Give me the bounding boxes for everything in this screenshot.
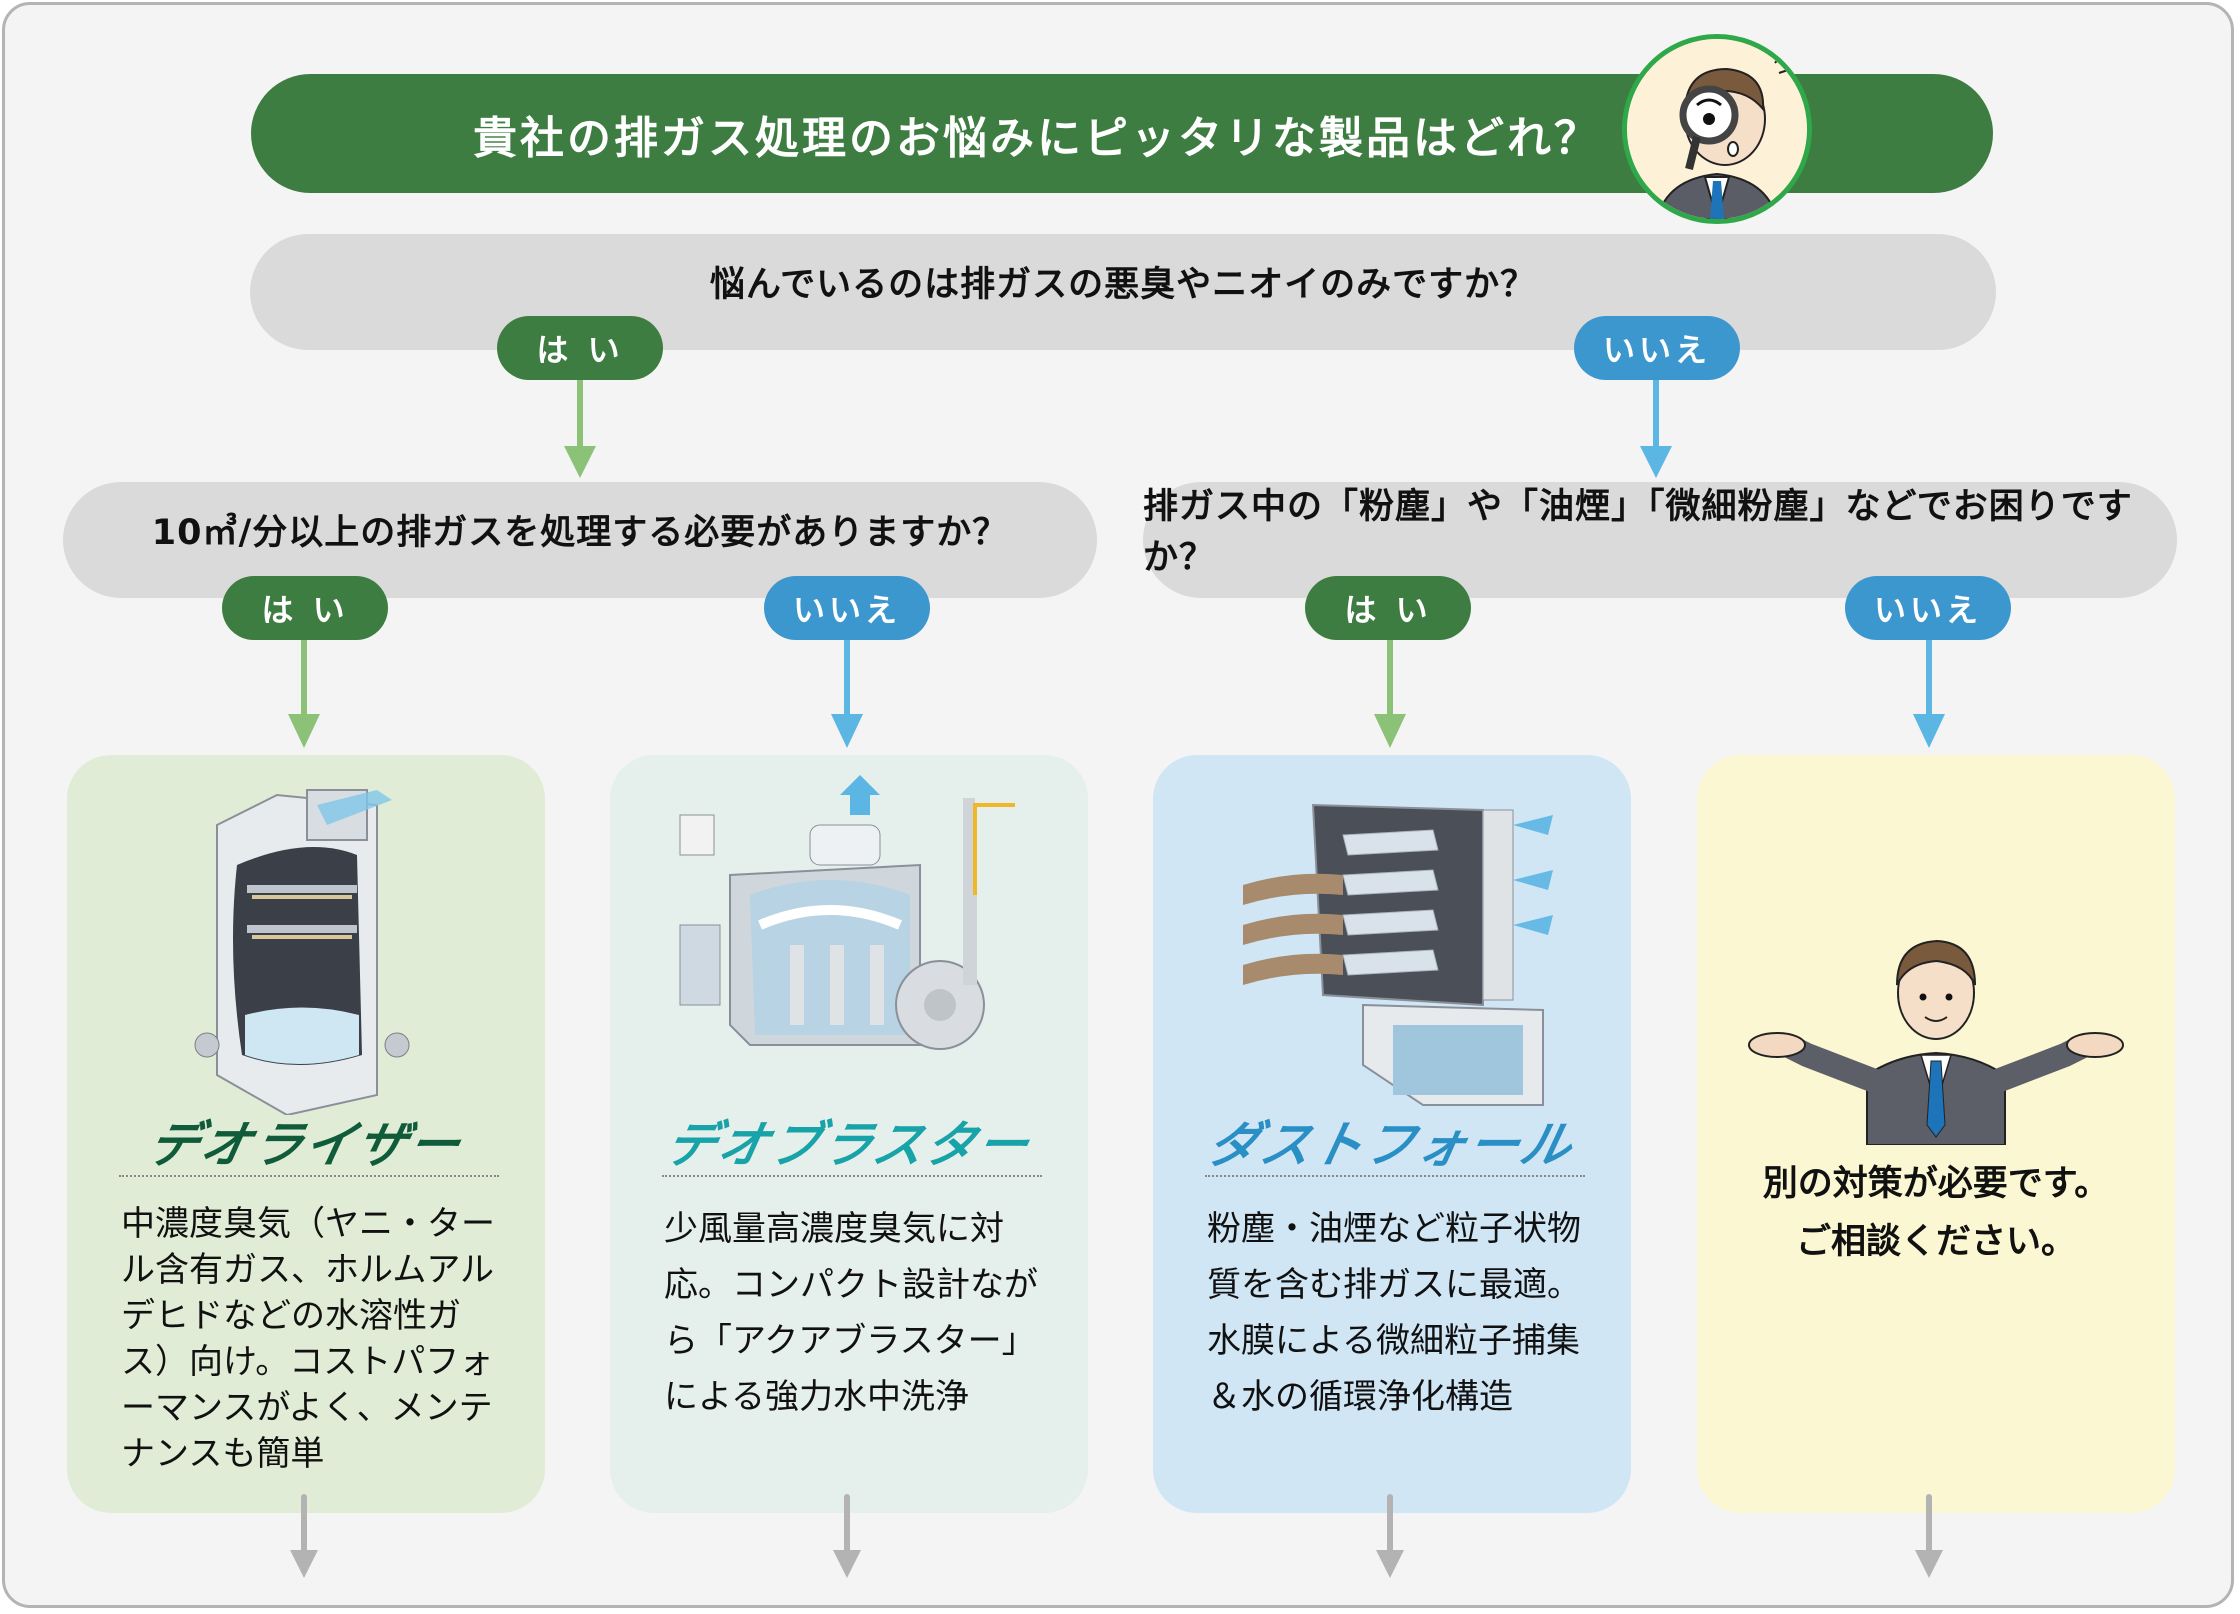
product-card-deoblaster[interactable]: デオブラスター 少風量高濃度臭気に対応。コンパクト設計ながら「アクアブラスター」… [610,755,1088,1513]
answer-label: いいえ [1873,591,1982,629]
arrow-down-icon [1370,1494,1410,1580]
consult-message: 別の対策が必要です。 ご相談ください。 [1697,1155,2175,1271]
arrow-down-icon [1909,640,1949,750]
divider [1205,1175,1585,1177]
consult-line-1: 別の対策が必要です。 [1762,1164,2110,1204]
consultation-card[interactable]: 別の対策が必要です。 ご相談ください。 [1697,755,2175,1513]
answer-label: は い [261,591,349,629]
product-logo: ダストフォール [1202,1116,1580,1174]
arrow-down-icon [1370,640,1410,750]
answer-label: は い [1344,591,1432,629]
product-description: 少風量高濃度臭気に対応。コンパクト設計ながら「アクアブラスター」による強力水中洗… [664,1209,1038,1417]
question-text: 悩んでいるのは排ガスの悪臭やニオイのみですか？ [709,264,1537,305]
answer-yes-q1[interactable]: は い [497,316,663,380]
product-description: 中濃度臭気（ヤニ・タール含有ガス、ホルムアルデヒドなどの水溶性ガス）向け。コスト… [121,1204,495,1474]
answer-label: は い [536,331,624,369]
product-logo: デオブラスター [660,1116,1036,1174]
product-description: 粉塵・油煙など粒子状物質を含む排ガスに最適。水膜による微細粒子捕集＆水の循環浄化… [1207,1209,1581,1417]
product-card-dustfall[interactable]: ダストフォール 粉塵・油煙など粒子状物質を含む排ガスに最適。水膜による微細粒子捕… [1153,755,1631,1513]
question-text: 排ガス中の「粉塵」や「油煙」「微細粉塵」などでお困りですか？ [1143,487,2133,578]
arrow-down-icon [1636,380,1676,480]
product-logo: デオライザー [142,1116,468,1174]
answer-yes-q2[interactable]: は い [222,576,388,640]
detective-with-magnifier-icon [1622,34,1812,224]
arrow-down-icon [284,1494,324,1580]
divider [662,1175,1042,1177]
arrow-down-icon [827,640,867,750]
divider [119,1175,499,1177]
deoblaster-unit-icon [670,775,1028,1115]
dustfall-unit-icon [1213,775,1571,1115]
answer-no-q2[interactable]: いいえ [764,576,930,640]
question-volume: 10㎥/分以上の排ガスを処理する必要がありますか？ [63,482,1097,598]
deodorizer-tower-icon [127,775,485,1117]
arrow-down-icon [827,1494,867,1580]
answer-label: いいえ [792,591,901,629]
businessman-shrug-icon [1747,905,2125,1146]
arrow-down-icon [1909,1494,1949,1580]
arrow-down-icon [560,380,600,480]
question-dust: 排ガス中の「粉塵」や「油煙」「微細粉塵」などでお困りですか？ [1143,482,2177,598]
answer-yes-q3[interactable]: は い [1305,576,1471,640]
answer-no-q3[interactable]: いいえ [1845,576,2011,640]
consult-line-2: ご相談ください。 [1795,1222,2076,1262]
question-text: 10㎥/分以上の排ガスを処理する必要がありますか？ [151,512,1009,553]
answer-no-q1[interactable]: いいえ [1574,316,1740,380]
answer-label: いいえ [1602,331,1711,369]
title-text: 貴社の排ガス処理のお悩みにピッタリな製品はどれ？ [473,112,1601,164]
product-card-deodorizer[interactable]: デオライザー 中濃度臭気（ヤニ・タール含有ガス、ホルムアルデヒドなどの水溶性ガス… [67,755,545,1513]
arrow-down-icon [284,640,324,750]
